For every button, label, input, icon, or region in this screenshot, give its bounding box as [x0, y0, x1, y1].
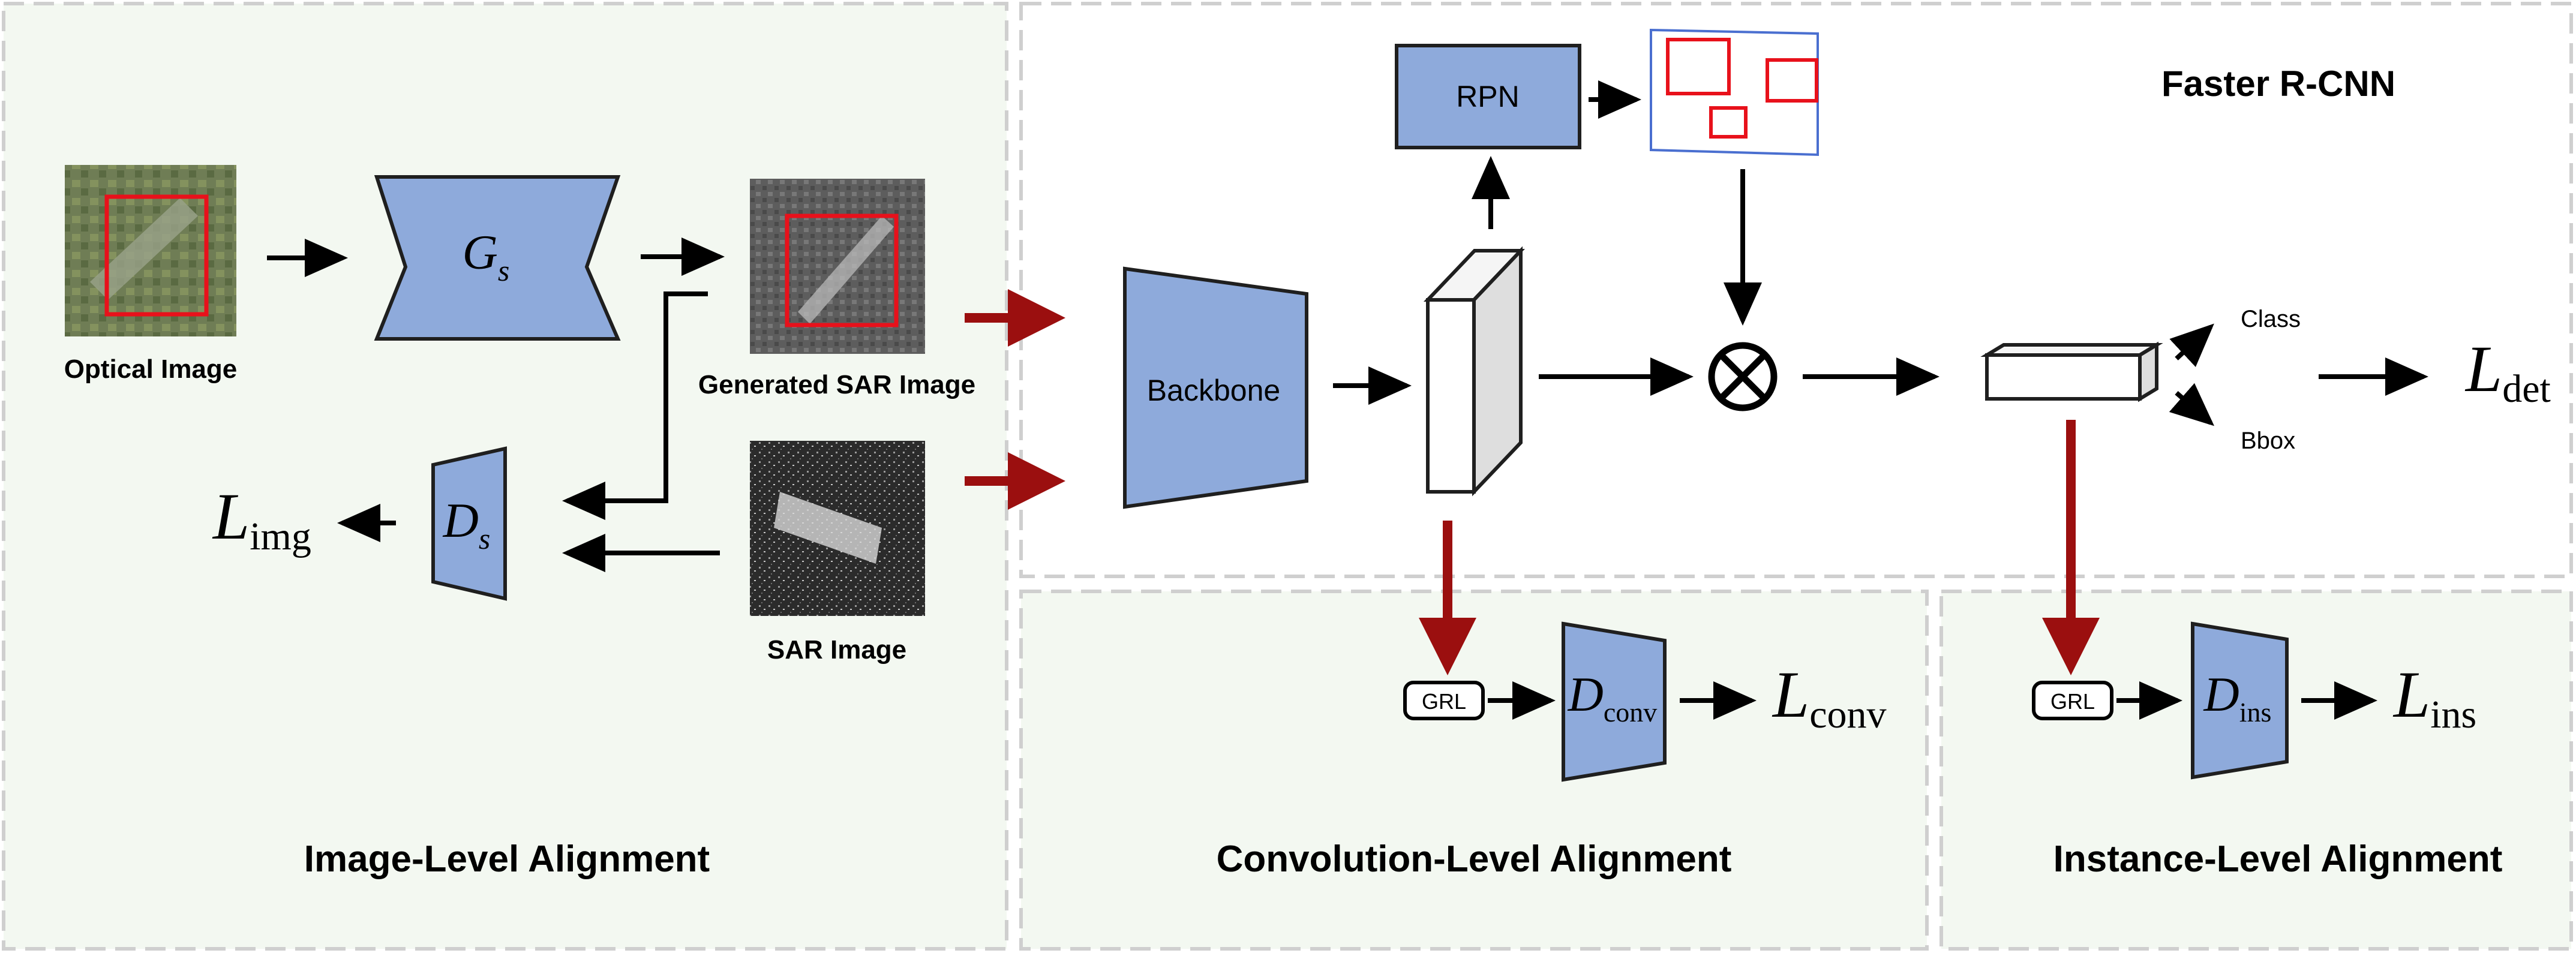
d-conv-subscript: conv — [1604, 697, 1657, 727]
grl-ins-label: GRL — [2050, 689, 2095, 714]
discriminator-s-symbol: D — [443, 493, 479, 548]
generated-sar-image-label: Generated SAR Image — [698, 370, 975, 399]
loss-conv: Lconv — [1772, 658, 1886, 736]
bbox-output-label: Bbox — [2241, 428, 2295, 454]
generated-sar-image — [750, 179, 925, 354]
feature-map-block — [1424, 246, 1525, 497]
loss-ins: Lins — [2392, 658, 2476, 736]
loss-det: Ldet — [2464, 332, 2551, 411]
svg-text:Dins: Dins — [2203, 667, 2272, 727]
rpn-label: RPN — [1456, 80, 1520, 113]
discriminator-s-subscript: s — [479, 522, 490, 555]
grl-conv-label: GRL — [1422, 689, 1466, 714]
conv-level-panel — [1019, 590, 1929, 951]
d-ins-symbol: D — [2203, 667, 2239, 721]
region-proposals — [1650, 28, 1819, 157]
d-conv-block: Dconv — [1562, 621, 1667, 782]
grl-conv-block: GRL — [1403, 681, 1485, 720]
d-conv-symbol: D — [1568, 667, 1604, 721]
svg-text:Gs: Gs — [463, 225, 510, 287]
instance-level-title: Instance-Level Alignment — [2053, 838, 2503, 880]
loss-img: Limg — [212, 480, 311, 558]
optical-image — [65, 165, 236, 336]
class-output-label: Class — [2241, 306, 2301, 332]
conv-level-title: Convolution-Level Alignment — [1217, 838, 1732, 880]
d-ins-subscript: ins — [2239, 697, 2272, 727]
d-ins-block: Dins — [2191, 621, 2289, 780]
roi-multiply-symbol — [1708, 342, 1778, 411]
generator-block: Gs — [374, 175, 621, 341]
roi-to-bbox-arrow — [2169, 383, 2215, 426]
image-level-title: Image-Level Alignment — [304, 838, 710, 880]
grl-ins-block: GRL — [2032, 681, 2113, 720]
sar-image — [750, 441, 925, 616]
sar-image-label: SAR Image — [767, 635, 906, 665]
image-level-arrows — [267, 238, 725, 572]
backbone-label: Backbone — [1147, 374, 1280, 407]
faster-rcnn-title: Faster R-CNN — [2161, 64, 2395, 104]
optical-image-label: Optical Image — [64, 354, 238, 384]
red-input-arrows — [965, 289, 1065, 510]
generator-symbol: G — [463, 225, 498, 279]
backbone-block: Backbone — [1123, 266, 1308, 509]
svg-text:Ds: Ds — [443, 493, 491, 555]
roi-to-class-arrow — [2169, 323, 2214, 368]
generator-subscript: s — [498, 254, 509, 287]
roi-feature-vector — [1980, 341, 2163, 402]
discriminator-s-block: Ds — [431, 446, 507, 601]
rpn-block: RPN — [1395, 44, 1581, 149]
svg-text:Dconv: Dconv — [1568, 667, 1658, 727]
